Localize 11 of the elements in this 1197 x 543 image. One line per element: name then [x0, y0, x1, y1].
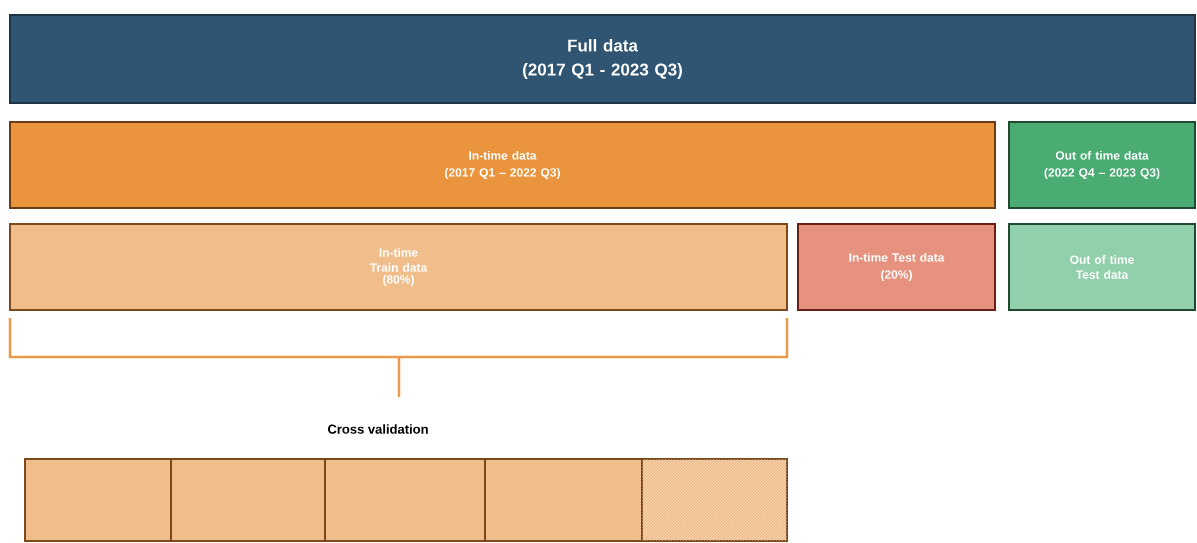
data-box: In-time Test data (20%) [797, 223, 996, 311]
data-box: In-time Train data (80%) [9, 223, 788, 311]
fold-box [484, 458, 643, 542]
data-box: Full data (2017 Q1 - 2023 Q3) [9, 14, 1196, 104]
data-box: In-time data (2017 Q1 – 2022 Q3) [9, 121, 996, 209]
fold-box [324, 458, 486, 542]
data-box: Out of time data (2022 Q4 – 2023 Q3) [1008, 121, 1196, 209]
data-box: Out of time Test data [1008, 223, 1196, 311]
fold-box [170, 458, 326, 542]
heading: Cross validation [327, 424, 428, 434]
fold-box [24, 458, 172, 542]
